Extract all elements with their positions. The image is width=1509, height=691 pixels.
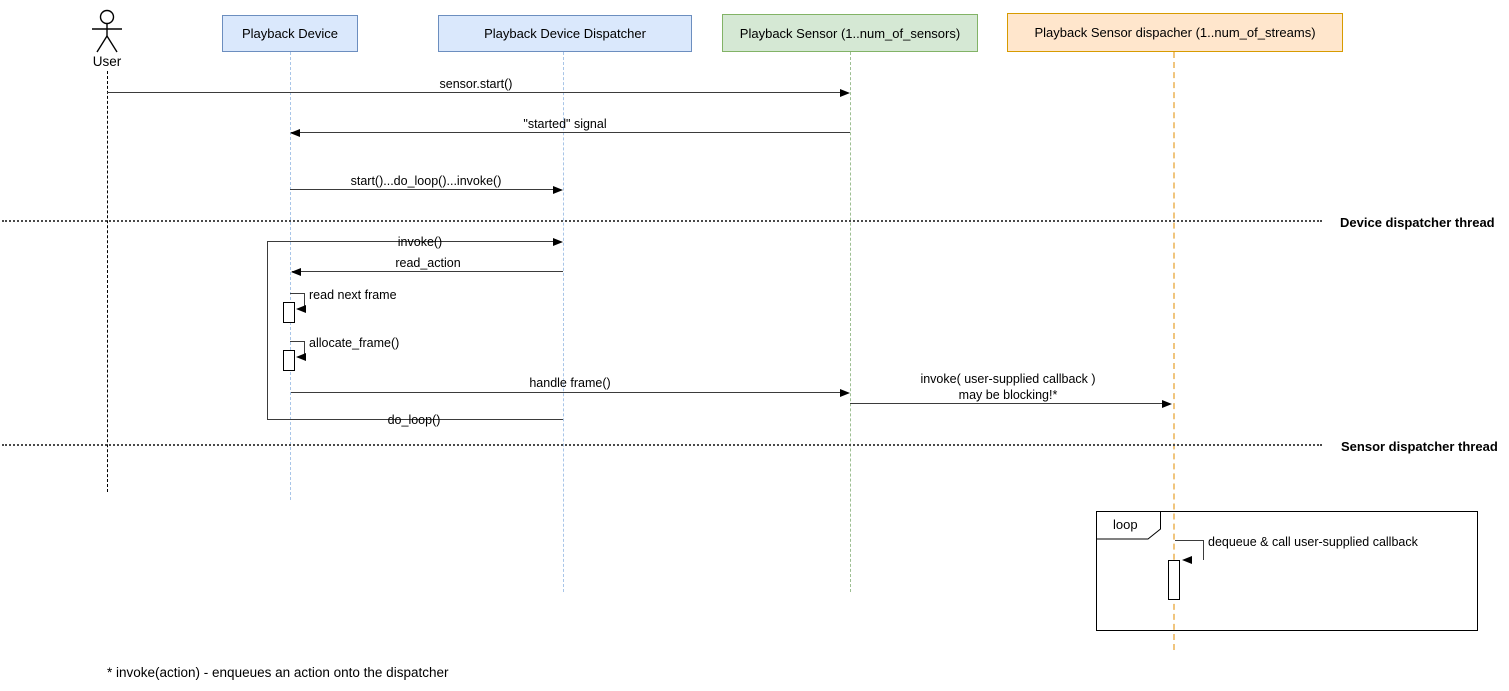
message-invoke-label: invoke() (397, 235, 443, 249)
message-handle-frame-line (291, 392, 841, 393)
message-read-action-label: read_action (395, 256, 461, 270)
message-invoke-callback-label: invoke( user-supplied callback ) may be … (920, 371, 1095, 403)
lifeline-user (106, 71, 108, 492)
arrowhead-right-icon (840, 389, 850, 397)
footnotes: * invoke(action) - enqueues an action on… (107, 625, 825, 691)
participant-playback-sensor-dispatcher: Playback Sensor dispacher (1..num_of_str… (1007, 13, 1343, 52)
message-sensor-start-label: sensor.start() (439, 77, 513, 91)
activation-bar (283, 350, 295, 371)
message-start-do-loop-line (290, 189, 554, 190)
self-message-read-next-frame-line-top (290, 293, 304, 294)
message-started-signal-label: "started" signal (523, 117, 607, 131)
message-handle-frame-label: handle frame() (529, 376, 611, 390)
lifeline-playback-sensor-dispatcher (1173, 52, 1175, 650)
loop-operator-label: loop (1113, 517, 1138, 532)
self-message-dequeue-label: dequeue & call user-supplied callback (1208, 535, 1418, 549)
self-message-allocate-frame-line-side (304, 341, 305, 357)
loop-operator-pentagon (1096, 511, 1161, 540)
participant-playback-device-dispatcher-label: Playback Device Dispatcher (484, 26, 646, 41)
arrowhead-left-icon (291, 268, 301, 276)
activation-bar (1168, 560, 1180, 600)
footnote-line: * invoke(action) - enqueues an action on… (107, 665, 449, 680)
message-sensor-start-line (107, 92, 841, 93)
lifeline-playback-device-dispatcher (562, 52, 564, 592)
loop-fragment-frame (1096, 511, 1478, 631)
participant-playback-sensor: Playback Sensor (1..num_of_sensors) (722, 14, 978, 52)
participant-playback-device-dispatcher: Playback Device Dispatcher (438, 15, 692, 52)
separator-device-thread-label: Device dispatcher thread (1340, 215, 1495, 230)
message-start-do-loop-label: start()...do_loop()...invoke() (350, 174, 502, 188)
self-message-allocate-frame-label: allocate_frame() (309, 336, 400, 350)
arrowhead-left-icon (296, 353, 306, 361)
self-message-read-next-frame-line-side (304, 293, 305, 309)
lifeline-playback-device (289, 52, 291, 500)
message-invoke-callback-line1: invoke( user-supplied callback ) (920, 372, 1096, 386)
separator-device-thread-line (2, 220, 1322, 222)
arrowhead-left-icon (1182, 556, 1192, 564)
participant-playback-sensor-label: Playback Sensor (1..num_of_sensors) (739, 25, 961, 41)
self-message-read-next-frame-label: read next frame (309, 288, 397, 302)
message-invoke-callback-line2: may be blocking!* (958, 388, 1058, 402)
participant-playback-device: Playback Device (222, 15, 358, 52)
self-message-dequeue-line-side (1203, 540, 1204, 560)
message-started-signal-line (291, 132, 850, 133)
message-read-action-line (292, 271, 563, 272)
loop-return-bracket-line (267, 242, 268, 420)
participant-user-label: User (92, 54, 122, 69)
self-message-dequeue-line-top (1175, 540, 1203, 541)
arrowhead-right-icon (840, 89, 850, 97)
message-invoke-line (267, 241, 554, 242)
participant-playback-sensor-dispatcher-label: Playback Sensor dispacher (1..num_of_str… (1034, 25, 1316, 40)
lifeline-playback-sensor (849, 52, 851, 592)
arrowhead-right-icon (553, 238, 563, 246)
activation-bar (283, 302, 295, 323)
arrowhead-left-icon (290, 129, 300, 137)
separator-sensor-thread-line (2, 444, 1322, 446)
self-message-allocate-frame-line-top (290, 341, 304, 342)
arrowhead-left-icon (296, 305, 306, 313)
separator-sensor-thread-label: Sensor dispatcher thread (1341, 439, 1498, 454)
arrowhead-right-icon (1162, 400, 1172, 408)
message-do-loop-line (267, 419, 563, 420)
user-actor-icon (92, 9, 122, 53)
message-do-loop-label: do_loop() (387, 413, 441, 427)
message-invoke-callback-line (850, 403, 1163, 404)
participant-playback-device-label: Playback Device (241, 26, 339, 41)
arrowhead-right-icon (553, 186, 563, 194)
